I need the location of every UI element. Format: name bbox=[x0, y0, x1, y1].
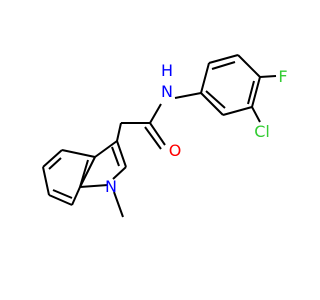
bond bbox=[71, 186, 81, 206]
bond bbox=[42, 149, 63, 168]
bond bbox=[247, 80, 255, 105]
bond bbox=[222, 106, 253, 116]
bond bbox=[94, 140, 118, 158]
bond bbox=[251, 106, 261, 123]
bond bbox=[116, 140, 127, 168]
bond bbox=[144, 126, 162, 150]
bond bbox=[61, 149, 96, 158]
bonds bbox=[42, 54, 277, 218]
bond bbox=[112, 166, 127, 180]
bond bbox=[79, 184, 109, 188]
hydrogen-amide-label: H bbox=[161, 61, 173, 80]
bond bbox=[48, 157, 62, 170]
structure-diagram: N H O F Cl N bbox=[42, 54, 288, 218]
bond bbox=[48, 194, 73, 206]
bond bbox=[174, 92, 202, 99]
bond bbox=[200, 62, 210, 94]
bond bbox=[237, 54, 261, 78]
bond bbox=[251, 76, 261, 108]
bond bbox=[79, 159, 89, 188]
bond bbox=[52, 189, 73, 199]
chlorine-label: Cl bbox=[254, 122, 270, 141]
nitrogen-indole-label: N bbox=[105, 177, 117, 196]
bond bbox=[149, 122, 166, 146]
bond bbox=[42, 166, 50, 196]
atom-labels: N H O F Cl N bbox=[105, 61, 288, 196]
bond bbox=[208, 54, 239, 64]
bond bbox=[111, 146, 120, 167]
oxygen-label: O bbox=[169, 141, 182, 160]
bond bbox=[205, 90, 226, 109]
bond bbox=[211, 61, 236, 70]
bond bbox=[116, 122, 122, 142]
fluorine-label: F bbox=[278, 67, 287, 86]
bond bbox=[113, 191, 124, 218]
nitrogen-amide-label: N bbox=[161, 82, 173, 101]
bond bbox=[149, 103, 162, 124]
molecule-svg: N H O F Cl N bbox=[42, 54, 288, 218]
bond bbox=[259, 75, 277, 78]
bond bbox=[200, 92, 224, 116]
